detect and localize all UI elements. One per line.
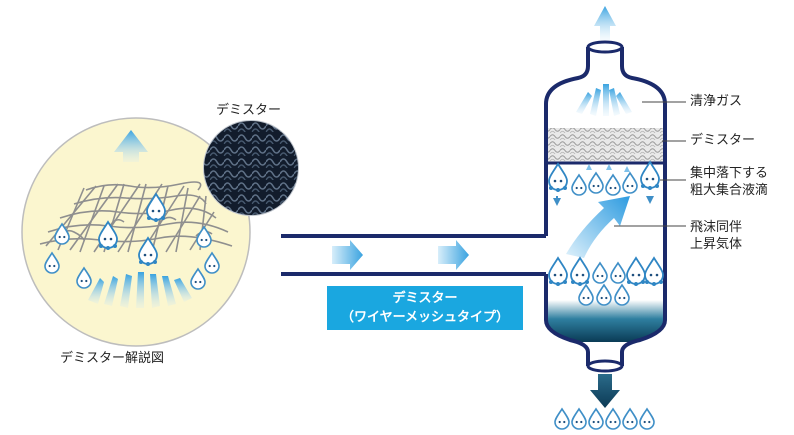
mist-label-line1: 飛沫同伴	[690, 220, 743, 235]
liquid-pool	[546, 300, 665, 342]
flow-arrow-icon	[332, 240, 363, 270]
demister-closeup-label: デミスター	[216, 103, 282, 118]
drain-arrow-icon	[590, 374, 620, 408]
demister-layer-label: デミスター	[690, 133, 756, 148]
droplets-label: 集中落下する 粗大集合液滴	[690, 165, 768, 199]
demister-type-badge: デミスター （ワイヤーメッシュタイプ）	[327, 286, 523, 330]
leader-lines	[614, 101, 686, 227]
droplets-label-line1: 集中落下する	[690, 166, 769, 181]
diagram-caption: デミスター解説図	[60, 351, 165, 366]
drain-pipe-bottom	[586, 359, 624, 373]
demister-mesh-closeup	[203, 120, 299, 216]
droplets-label-line2: 粗大集合液滴	[690, 183, 769, 198]
lower-vessel-droplets	[548, 257, 664, 306]
mist-label: 飛沫同伴 上昇気体	[690, 219, 742, 253]
rising-gas-arrows	[88, 272, 192, 308]
rising-mist-arrow-icon	[566, 196, 630, 258]
badge-line2: （ワイヤーメッシュタイプ）	[340, 310, 510, 325]
mist-label-line2: 上昇気体	[690, 237, 743, 252]
exhaust-arrow-icon	[594, 6, 616, 40]
clean-gas-arrows	[576, 84, 632, 116]
up-arrow-icon	[114, 130, 148, 162]
vessel-outline	[544, 47, 667, 366]
explanation-circle	[21, 117, 251, 347]
collected-droplets	[554, 408, 655, 430]
flow-arrow-icon	[438, 240, 469, 270]
clean-gas-label: 清浄ガス	[690, 94, 743, 109]
badge-line1: デミスター	[392, 291, 458, 306]
falling-droplets	[548, 161, 660, 206]
demister-mesh-layer	[546, 128, 665, 162]
outlet-pipe-top	[586, 40, 624, 54]
inlet-pipe	[281, 234, 546, 276]
